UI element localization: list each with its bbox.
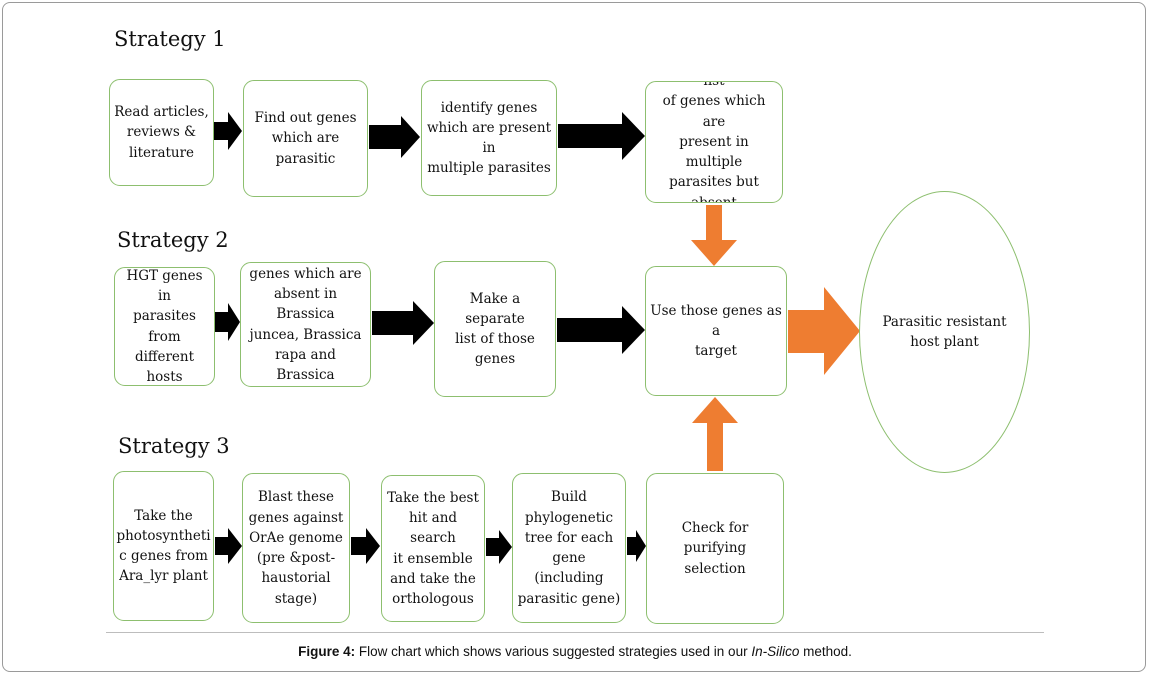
node-s1-identify-genes-label: identify genes which are present in mult… bbox=[426, 99, 552, 177]
arrow-s1-identify-to-list bbox=[558, 112, 645, 160]
node-s2-separate-list-label: Make a separate list of those genes bbox=[455, 290, 535, 368]
node-s3-blast-genes-label: Blast these genes against OrAe genome (p… bbox=[248, 489, 344, 607]
node-s2-separate-list: Make a separate list of those genes bbox=[434, 261, 556, 397]
arrow-s3-tree-to-check bbox=[627, 530, 646, 562]
node-s1-separate-list-label: Make a separate list of genes which are … bbox=[662, 81, 766, 203]
caption-text-after: method. bbox=[799, 644, 852, 659]
strategy-2-heading: Strategy 2 bbox=[117, 228, 229, 252]
caption-label: Figure 4: bbox=[298, 644, 356, 659]
node-s3-blast-genes: Blast these genes against OrAe genome (p… bbox=[242, 473, 350, 623]
figure-caption: Figure 4: Flow chart which shows various… bbox=[0, 644, 1150, 659]
arrow-s3-take-to-blast bbox=[215, 528, 242, 564]
node-s1-read-articles-label: Read articles, reviews & literature bbox=[114, 104, 209, 161]
arrow-s3-blast-to-best bbox=[351, 528, 380, 564]
node-target-label: Use those genes as a target bbox=[650, 302, 782, 360]
node-s1-identify-genes: identify genes which are present in mult… bbox=[421, 80, 557, 196]
node-s3-build-tree: Build phylogenetic tree for each gene (i… bbox=[512, 473, 626, 623]
arrow-s2-identify-to-list bbox=[372, 301, 434, 345]
node-s1-read-articles: Read articles, reviews & literature bbox=[109, 79, 214, 186]
node-s1-find-genes: Find out genes which are parasitic bbox=[243, 80, 368, 197]
node-s2-hgt-genes: HGT genes in parasites from different ho… bbox=[114, 267, 215, 386]
arrow-s2-hgt-to-identify bbox=[215, 303, 240, 341]
node-s1-find-genes-label: Find out genes which are parasitic bbox=[254, 110, 357, 167]
node-s2-hgt-genes-label: HGT genes in parasites from different ho… bbox=[126, 267, 203, 385]
node-s3-check-selection: Check for purifying selection bbox=[646, 473, 784, 624]
arrow-s3-best-to-tree bbox=[486, 530, 512, 564]
caption-text-before: Flow chart which shows various suggested… bbox=[355, 644, 752, 659]
node-target: Use those genes as a target bbox=[645, 266, 787, 396]
arrow-orange-list-to-target bbox=[691, 205, 737, 266]
arrow-s1-find-to-identify bbox=[369, 116, 420, 158]
node-s1-separate-list: Make a separate list of genes which are … bbox=[645, 81, 783, 203]
strategy-1-heading: Strategy 1 bbox=[114, 27, 226, 51]
node-s3-check-selection-label: Check for purifying selection bbox=[681, 520, 749, 577]
node-result-ellipse: Parasitic resistant host plant bbox=[859, 191, 1030, 473]
node-s3-best-hit: Take the best hit and search it ensemble… bbox=[381, 475, 485, 622]
node-s3-take-genes: Take the photosyntheti c genes from Ara_… bbox=[113, 471, 214, 621]
strategy-3-heading: Strategy 3 bbox=[118, 434, 230, 458]
node-s3-best-hit-label: Take the best hit and search it ensemble… bbox=[387, 489, 479, 607]
node-result-label: Parasitic resistant host plant bbox=[882, 313, 1007, 350]
node-s3-take-genes-label: Take the photosyntheti c genes from Ara_… bbox=[116, 507, 211, 585]
node-s2-identify-hgt-label: Identify HGT genes which are absent in B… bbox=[249, 265, 362, 383]
arrow-s2-list-to-target bbox=[557, 306, 645, 354]
caption-italic: In-Silico bbox=[751, 644, 800, 659]
arrow-s1-read-to-find bbox=[214, 112, 242, 150]
caption-divider bbox=[106, 632, 1044, 633]
node-s2-identify-hgt: Identify HGT genes which are absent in B… bbox=[240, 262, 371, 387]
arrow-orange-check-to-target bbox=[692, 397, 738, 471]
node-s3-build-tree-label: Build phylogenetic tree for each gene (i… bbox=[517, 489, 621, 607]
arrow-orange-target-to-result bbox=[788, 287, 860, 375]
